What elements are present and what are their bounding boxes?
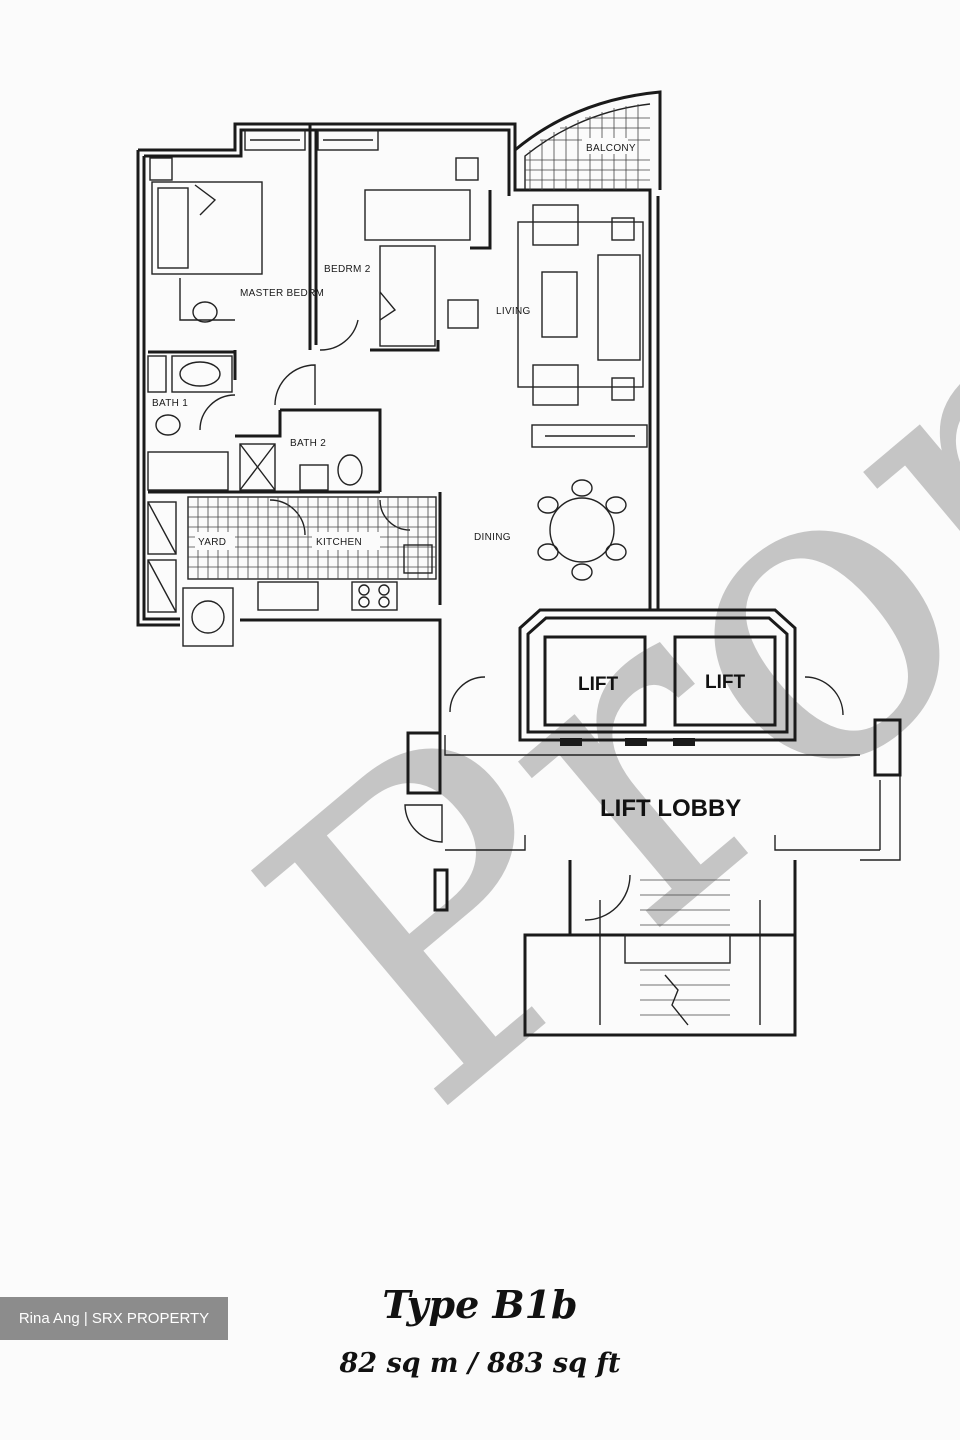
bath2-fixtures bbox=[239, 443, 363, 491]
credit-badge: Rina Ang | SRX PROPERTY bbox=[0, 1297, 228, 1340]
label-living: LIVING bbox=[496, 306, 531, 317]
balcony-tiles bbox=[525, 104, 650, 190]
label-lift-2: LIFT bbox=[705, 672, 745, 693]
bath1-fixtures bbox=[147, 355, 233, 491]
label-lift-1: LIFT bbox=[578, 674, 618, 695]
label-bath-1: BATH 1 bbox=[152, 398, 188, 409]
label-master-bedroom: MASTER BEDRM bbox=[240, 288, 324, 299]
label-yard: YARD bbox=[198, 537, 226, 548]
master-bed-icon bbox=[149, 157, 479, 323]
watermark-text: Prop bbox=[180, 176, 960, 1197]
label-bedroom-2: BEDRM 2 bbox=[324, 264, 371, 275]
interior-walls bbox=[148, 124, 492, 605]
living-furniture bbox=[517, 204, 648, 448]
unit-walls bbox=[136, 90, 662, 735]
kitchen-yard-tiles bbox=[147, 496, 437, 647]
label-bath-2: BATH 2 bbox=[290, 438, 326, 449]
lift-core bbox=[404, 608, 902, 1037]
unit-area-text: 82 sq m / 883 sq ft bbox=[339, 1348, 621, 1379]
label-lift-lobby: LIFT LOBBY bbox=[600, 795, 741, 822]
bedroom2-bed-icon bbox=[364, 189, 479, 347]
label-dining: DINING bbox=[474, 532, 511, 543]
label-kitchen: KITCHEN bbox=[316, 537, 362, 548]
dining-table-icon bbox=[537, 479, 627, 581]
unit-type-title: Type B1b bbox=[382, 1282, 578, 1327]
watermark: Prop bbox=[180, 176, 960, 1197]
label-balcony: BALCONY bbox=[586, 143, 636, 154]
windows bbox=[244, 129, 379, 151]
